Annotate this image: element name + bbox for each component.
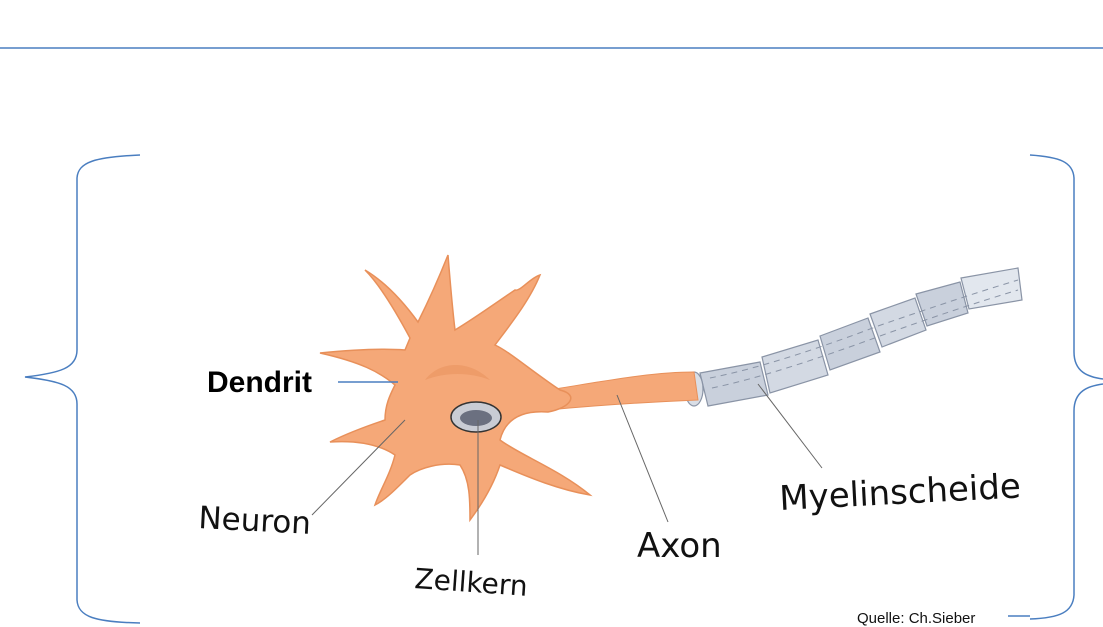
label-myelinscheide: Myelinscheide — [778, 466, 1021, 519]
right-brace — [1030, 155, 1103, 619]
axon — [548, 372, 698, 410]
label-axon: Axon — [637, 526, 722, 566]
source-credit: Quelle: Ch.Sieber — [857, 611, 975, 626]
cell-body — [320, 255, 590, 520]
label-dendrit: Dendrit — [207, 368, 312, 398]
axon-pointer — [617, 395, 668, 522]
label-zellkern: Zellkern — [414, 562, 529, 603]
left-brace — [25, 155, 140, 623]
label-neuron: Neuron — [198, 500, 312, 542]
myelin-sheath — [685, 268, 1022, 406]
myelinscheide-pointer — [758, 384, 822, 468]
